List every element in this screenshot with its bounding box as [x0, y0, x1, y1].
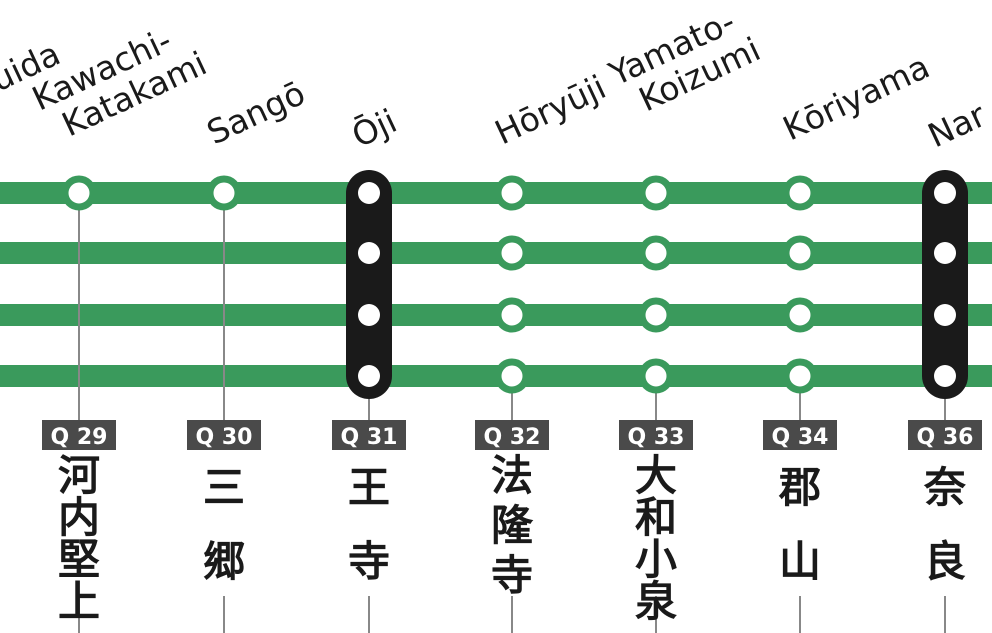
station-dot-q36-t2[interactable]	[934, 242, 956, 264]
station-name-jp-char: 大	[635, 451, 677, 500]
station-dot-q31-t1[interactable]	[358, 182, 380, 204]
station-dot-q32-t1[interactable]	[494, 175, 530, 211]
station-dot-q31-t3[interactable]	[358, 304, 380, 326]
line-group	[0, 182, 992, 387]
station-name-jp-char: 上	[58, 577, 100, 626]
station-dot-q31-t4[interactable]	[358, 365, 380, 387]
station-code-badge-q33	[619, 420, 693, 450]
station-code-badge-q32	[475, 420, 549, 450]
station-code: Q 32	[484, 425, 541, 450]
station-dot-q34-t2[interactable]	[782, 235, 818, 271]
station-name-jp-char: 堅	[58, 535, 100, 584]
station-name-jp-char: 良	[924, 537, 966, 586]
station-group	[61, 170, 968, 399]
station-name-en-line: Kōriyama	[777, 47, 935, 149]
station-dot-q32-t3[interactable]	[494, 297, 530, 333]
station-dot-q29-t1[interactable]	[61, 175, 97, 211]
station-code: Q 29	[51, 425, 108, 450]
station-dot-q33-t2[interactable]	[638, 235, 674, 271]
station-name-jp-char: 寺	[491, 551, 533, 600]
station-code-badge-q31	[332, 420, 406, 450]
station-name-en-line: Sangō	[201, 73, 311, 152]
station-name-jp-char: 和	[635, 493, 677, 542]
station-dot-q31-t2[interactable]	[358, 242, 380, 264]
station-code-badge-q34	[763, 420, 837, 450]
transfer-bar-q36[interactable]	[922, 170, 968, 399]
station-code-badge-q29	[42, 420, 116, 450]
station-dot-q36-t3[interactable]	[934, 304, 956, 326]
station-name-jp-char: 法	[491, 451, 533, 500]
station-name-en-q33: Yamato-Koizumi	[602, 1, 766, 119]
tick-group	[78, 207, 946, 633]
station-code-badge-q36	[908, 420, 982, 450]
station-dot-q33-t4[interactable]	[638, 358, 674, 394]
station-name-jp-char: 寺	[348, 537, 390, 586]
station-code: Q 33	[628, 425, 685, 450]
station-code: Q 31	[341, 425, 398, 450]
station-code: Q 30	[196, 425, 253, 450]
station-name-en-q34: Kōriyama	[777, 47, 935, 149]
station-name-en-q32: Hōryūji	[489, 67, 612, 152]
station-name-jp-char: 王	[348, 463, 390, 512]
station-dot-q32-t2[interactable]	[494, 235, 530, 271]
station-name-jp-char: 山	[779, 537, 821, 586]
station-code: Q 34	[772, 425, 829, 450]
station-name-en-line: Hōryūji	[489, 67, 612, 152]
station-name-jp-char: 小	[635, 535, 677, 584]
station-name-jp-char: 泉	[635, 577, 677, 626]
station-name-jp-char: 隆	[491, 501, 534, 550]
station-dot-q34-t1[interactable]	[782, 175, 818, 211]
station-dot-q33-t1[interactable]	[638, 175, 674, 211]
station-dot-q34-t3[interactable]	[782, 297, 818, 333]
station-code: Q 36	[917, 425, 974, 450]
station-name-en-q36: Nar	[922, 95, 992, 155]
station-dot-q34-t4[interactable]	[782, 358, 818, 394]
station-name-jp-char: 郷	[203, 537, 245, 586]
station-dot-q33-t3[interactable]	[638, 297, 674, 333]
station-name-en-line: Nar	[922, 95, 992, 155]
station-code-badge-q30	[187, 420, 261, 450]
station-name-en-line: Ōji	[346, 101, 403, 155]
transfer-bar-q31[interactable]	[346, 170, 392, 399]
station-dot-q36-t4[interactable]	[934, 365, 956, 387]
station-name-jp-char: 郡	[778, 463, 821, 512]
station-name-jp-char: 奈	[923, 463, 966, 512]
station-name-en-q31: Ōji	[346, 101, 403, 155]
station-name-en-q29: Kawachi-Katakami	[26, 20, 212, 144]
station-name-jp-char: 内	[58, 493, 100, 542]
station-name-jp-char: 河	[58, 451, 100, 500]
station-name-en-q30: Sangō	[201, 73, 311, 152]
station-dot-q36-t1[interactable]	[934, 182, 956, 204]
station-dot-q32-t4[interactable]	[494, 358, 530, 394]
station-dot-q30-t1[interactable]	[206, 175, 242, 211]
station-name-jp-char: 三	[203, 463, 245, 512]
